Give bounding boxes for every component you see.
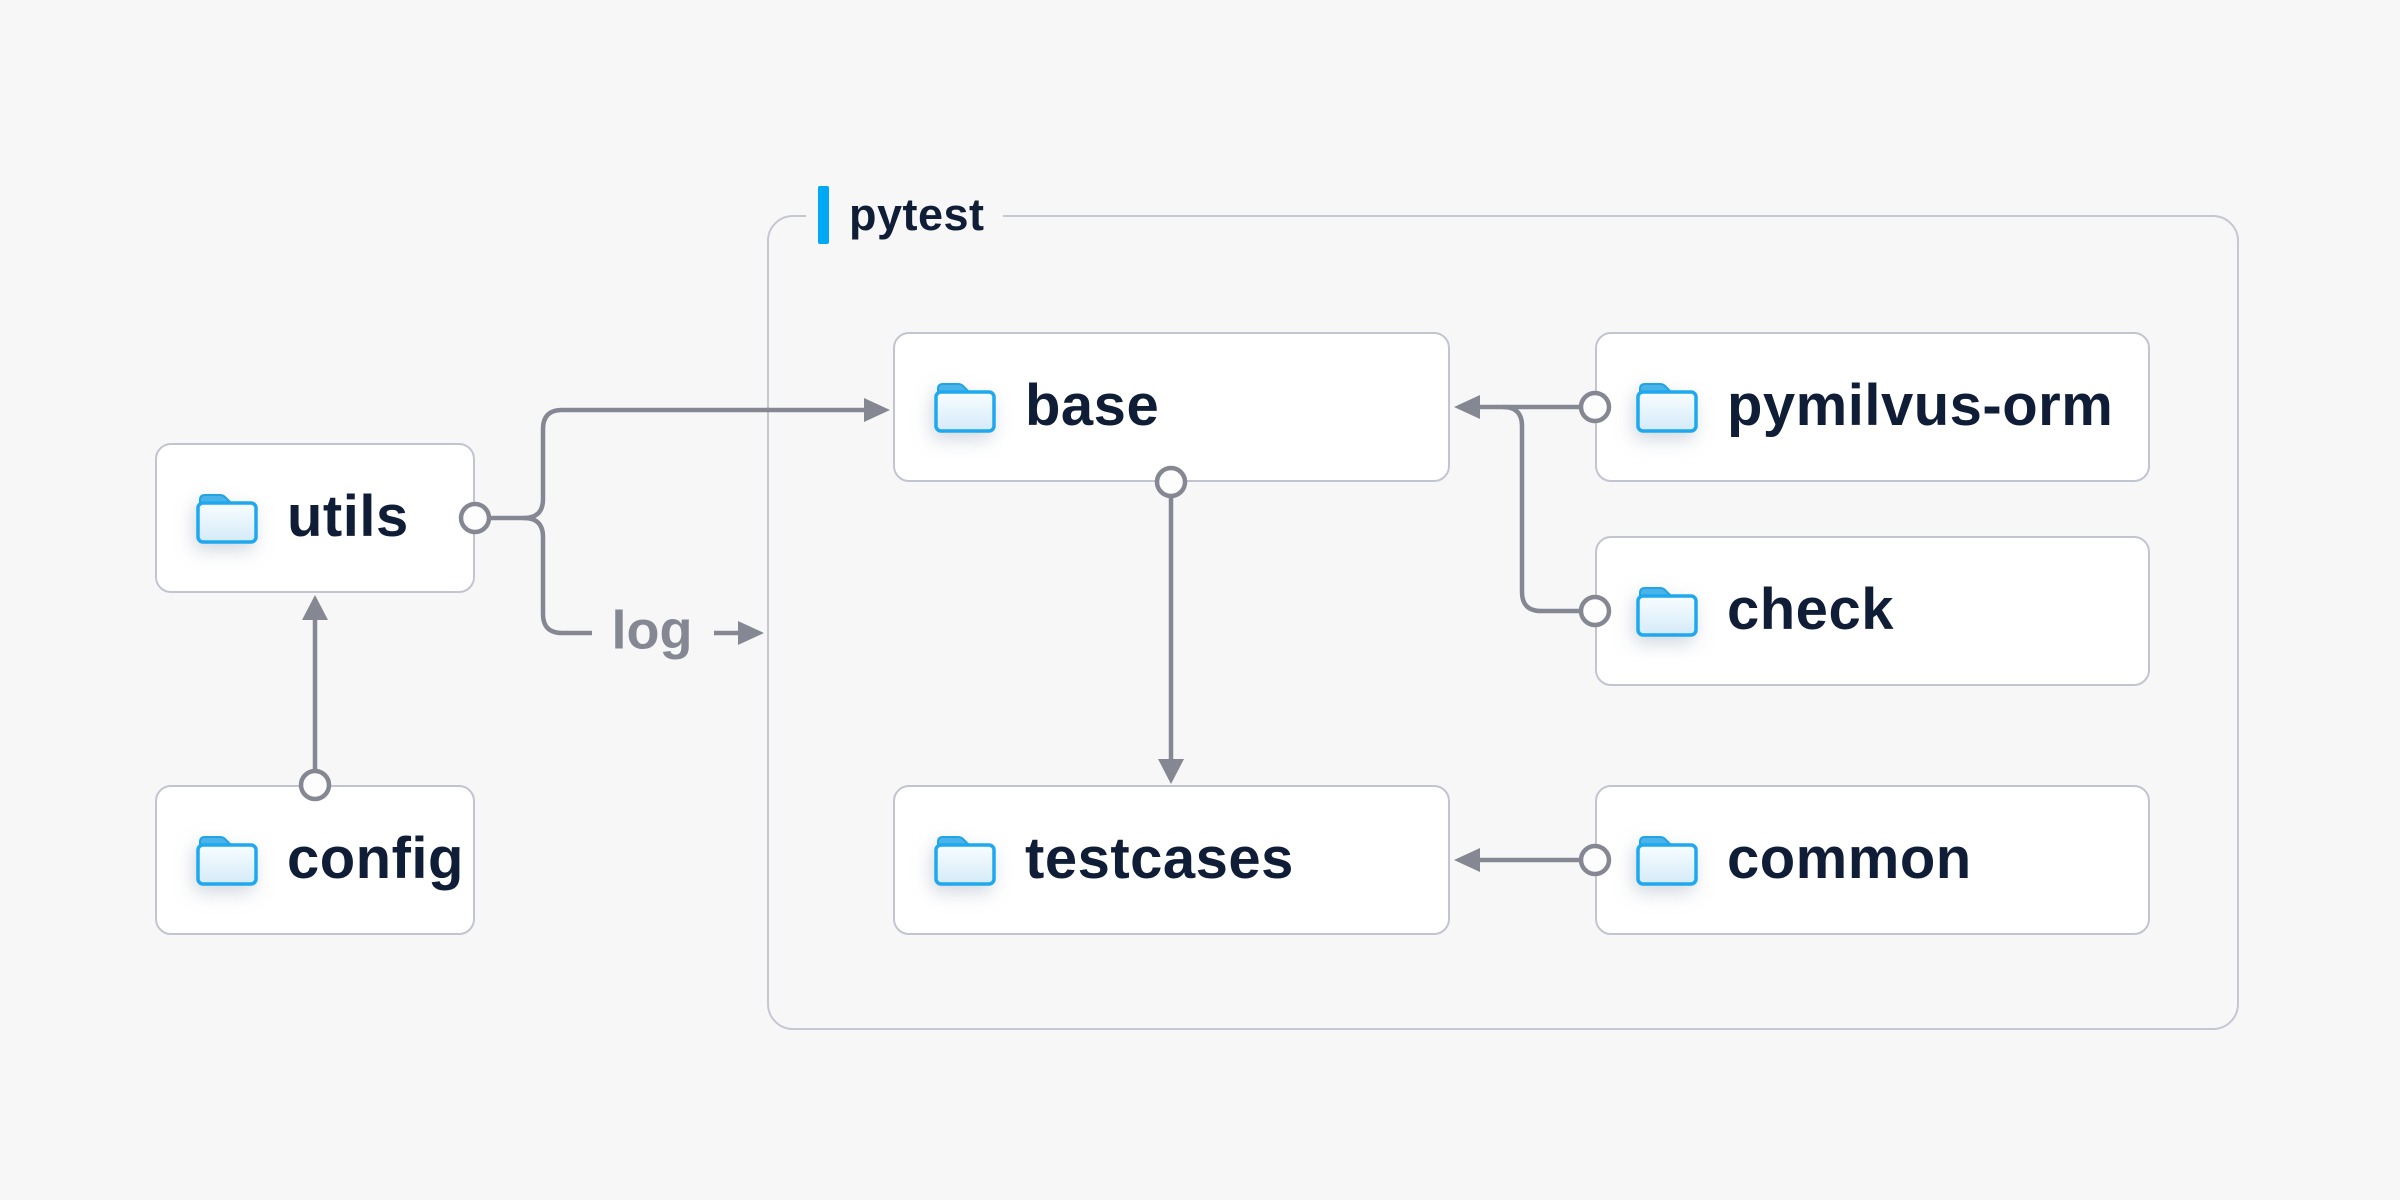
pytest-container-label: pytest [806, 183, 1003, 247]
folder-icon [933, 833, 997, 887]
node-base: base [893, 332, 1450, 482]
node-common: common [1595, 785, 2150, 935]
accent-bar [818, 186, 829, 244]
folder-icon [195, 833, 259, 887]
node-label: pymilvus-orm [1727, 372, 2114, 438]
pytest-container-title: pytest [849, 189, 985, 240]
node-label: check [1727, 576, 1894, 642]
pytest-container [767, 215, 2239, 1030]
edge-label-log: log [611, 600, 693, 661]
folder-icon [1635, 833, 1699, 887]
node-label: testcases [1025, 825, 1294, 891]
folder-icon [1635, 584, 1699, 638]
node-label: utils [287, 483, 409, 549]
node-config: config [155, 785, 475, 935]
node-testcases: testcases [893, 785, 1450, 935]
node-check: check [1595, 536, 2150, 686]
node-utils: utils [155, 443, 475, 593]
folder-icon [195, 491, 259, 545]
folder-icon [1635, 380, 1699, 434]
node-label: config [287, 825, 464, 891]
node-pymilvus-orm: pymilvus-orm [1595, 332, 2150, 482]
folder-icon [933, 380, 997, 434]
edge-config-utils [298, 595, 332, 802]
node-label: common [1727, 825, 1972, 891]
node-label: base [1025, 372, 1160, 438]
